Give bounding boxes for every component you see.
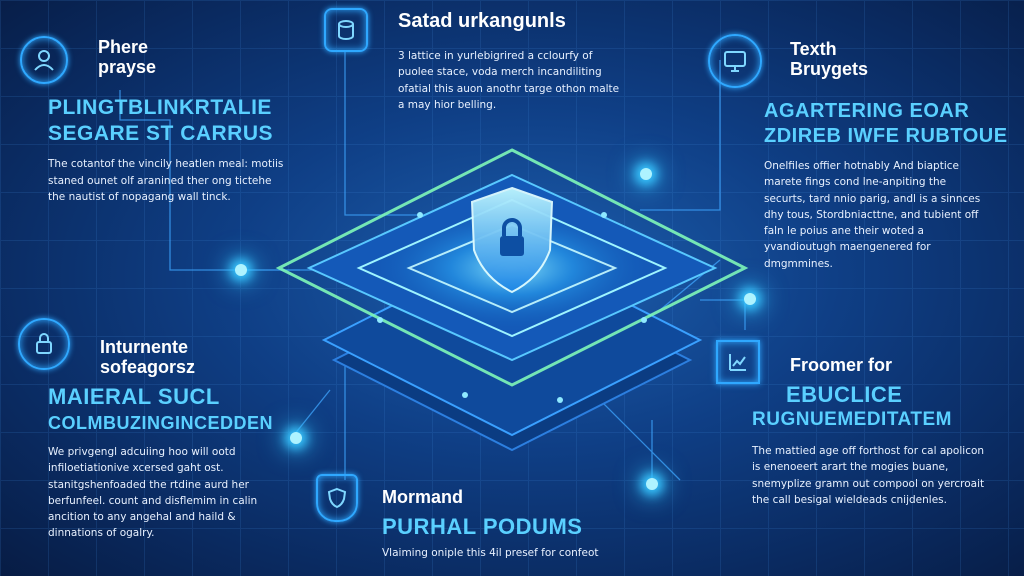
- database-icon: [324, 8, 368, 52]
- panel-subtitle-line1: EBUCLICE: [786, 382, 903, 407]
- panel-body: The mattied age off forthost for cal apo…: [752, 445, 985, 506]
- panel-title-line2: Bruygets: [790, 58, 869, 79]
- panel-title-line1: Phere: [98, 37, 149, 57]
- chart-icon: [716, 340, 760, 384]
- user-icon: [20, 36, 68, 84]
- panel-top-center: Satad urkangunls 3 lattice in yurlebigri…: [398, 10, 638, 113]
- panel-title: Mormand: [382, 487, 463, 507]
- panel-subtitle-line1: PLINGTBLINKRTALIE: [48, 96, 272, 119]
- shield-lock-icon: [470, 186, 554, 294]
- panel-body: 3 lattice in yurlebigrired a cclourfy of…: [398, 50, 620, 111]
- panel-title-line1: Inturnente: [100, 337, 188, 357]
- panel-subtitle: PURHAL PODUMS: [382, 513, 583, 539]
- panel-body: The cotantof the vincily heatlen meal: m…: [48, 158, 284, 203]
- panel-subtitle-line2: COLMBUZINGINCEDDEN: [48, 413, 273, 434]
- glow-node: [290, 432, 302, 444]
- panel-title-line2: sofeagorsz: [100, 356, 196, 377]
- monitor-icon: [708, 34, 762, 88]
- lock-icon: [18, 318, 70, 370]
- glow-node: [235, 264, 247, 276]
- panel-body: We privgengl adcuiing hoo will ootd infi…: [48, 445, 258, 540]
- panel-title-line2: prayse: [98, 56, 157, 77]
- panel-top-left-sub: PLINGTBLINKRTALIE SEGARE ST CARRUS The c…: [48, 96, 308, 205]
- chip-outline-green: [275, 148, 749, 387]
- panel-mid-right-sub: EBUCLICE RUGNUEMEDITATEM The mattied age…: [752, 382, 1014, 508]
- glow-node: [646, 478, 658, 490]
- chip-core-frame: [406, 223, 618, 314]
- panel-mid-right: Froomer for: [790, 355, 990, 376]
- panel-subtitle-line2: RUGNUEMEDITATEM: [752, 409, 952, 431]
- panel-top-left: Phere prayse: [98, 37, 298, 78]
- panel-body: Vlaiming oniple this 4il presef for conf…: [382, 547, 599, 560]
- panel-title: Satad urkangunls: [398, 10, 566, 32]
- glow-node: [744, 293, 756, 305]
- panel-subtitle-line1: MAIERAL SUCL: [48, 384, 220, 409]
- panel-subtitle-line2: SEGARE ST CARRUS: [48, 122, 274, 146]
- panel-title-line1: Texth: [790, 39, 837, 59]
- panel-mid-left-sub: MAIERAL SUCL COLMBUZINGINCEDDEN We privg…: [48, 384, 318, 542]
- panel-subtitle-line1: AGARTERING EOAR: [764, 100, 970, 122]
- panel-body: Onelfiles offier hotnably And biaptice m…: [764, 160, 981, 270]
- glow-node: [640, 168, 652, 180]
- panel-subtitle-line2: ZDIREB IWFE RUBTOUE: [764, 125, 1008, 147]
- panel-top-right-sub: AGARTERING EOAR ZDIREB IWFE RUBTOUE Onel…: [764, 100, 1014, 272]
- node-dots: [377, 212, 647, 403]
- shield-badge-icon: [316, 474, 358, 522]
- panel-bottom-center: Mormand PURHAL PODUMS Vlaiming oniple th…: [382, 487, 642, 561]
- panel-mid-left: Inturnente sofeagorsz: [100, 337, 300, 378]
- panel-top-right: Texth Bruygets: [790, 39, 990, 80]
- panel-title: Froomer for: [790, 355, 893, 375]
